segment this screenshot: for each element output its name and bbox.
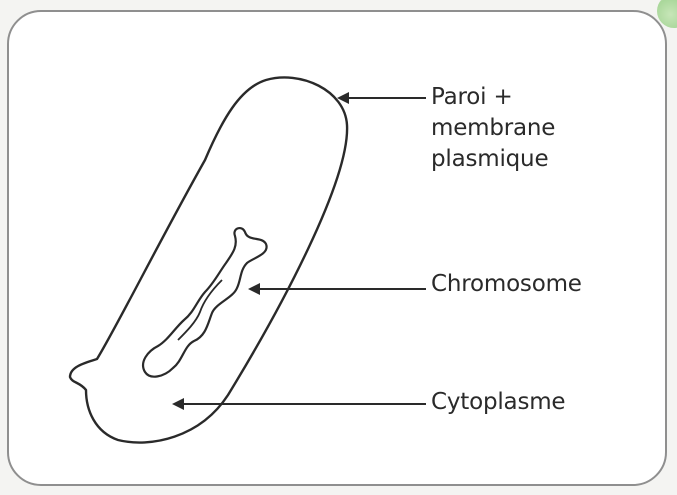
pointer-chromosome bbox=[248, 283, 426, 295]
bacterium-outline bbox=[70, 77, 347, 442]
chromosome-inner-strand bbox=[178, 280, 222, 340]
pointer-wall bbox=[337, 92, 426, 104]
pointer-cytoplasm bbox=[172, 398, 426, 410]
label-wall-membrane: Paroi + membrane plasmique bbox=[431, 82, 621, 175]
label-chromosome: Chromosome bbox=[431, 269, 582, 300]
label-cytoplasm: Cytoplasme bbox=[431, 387, 565, 418]
